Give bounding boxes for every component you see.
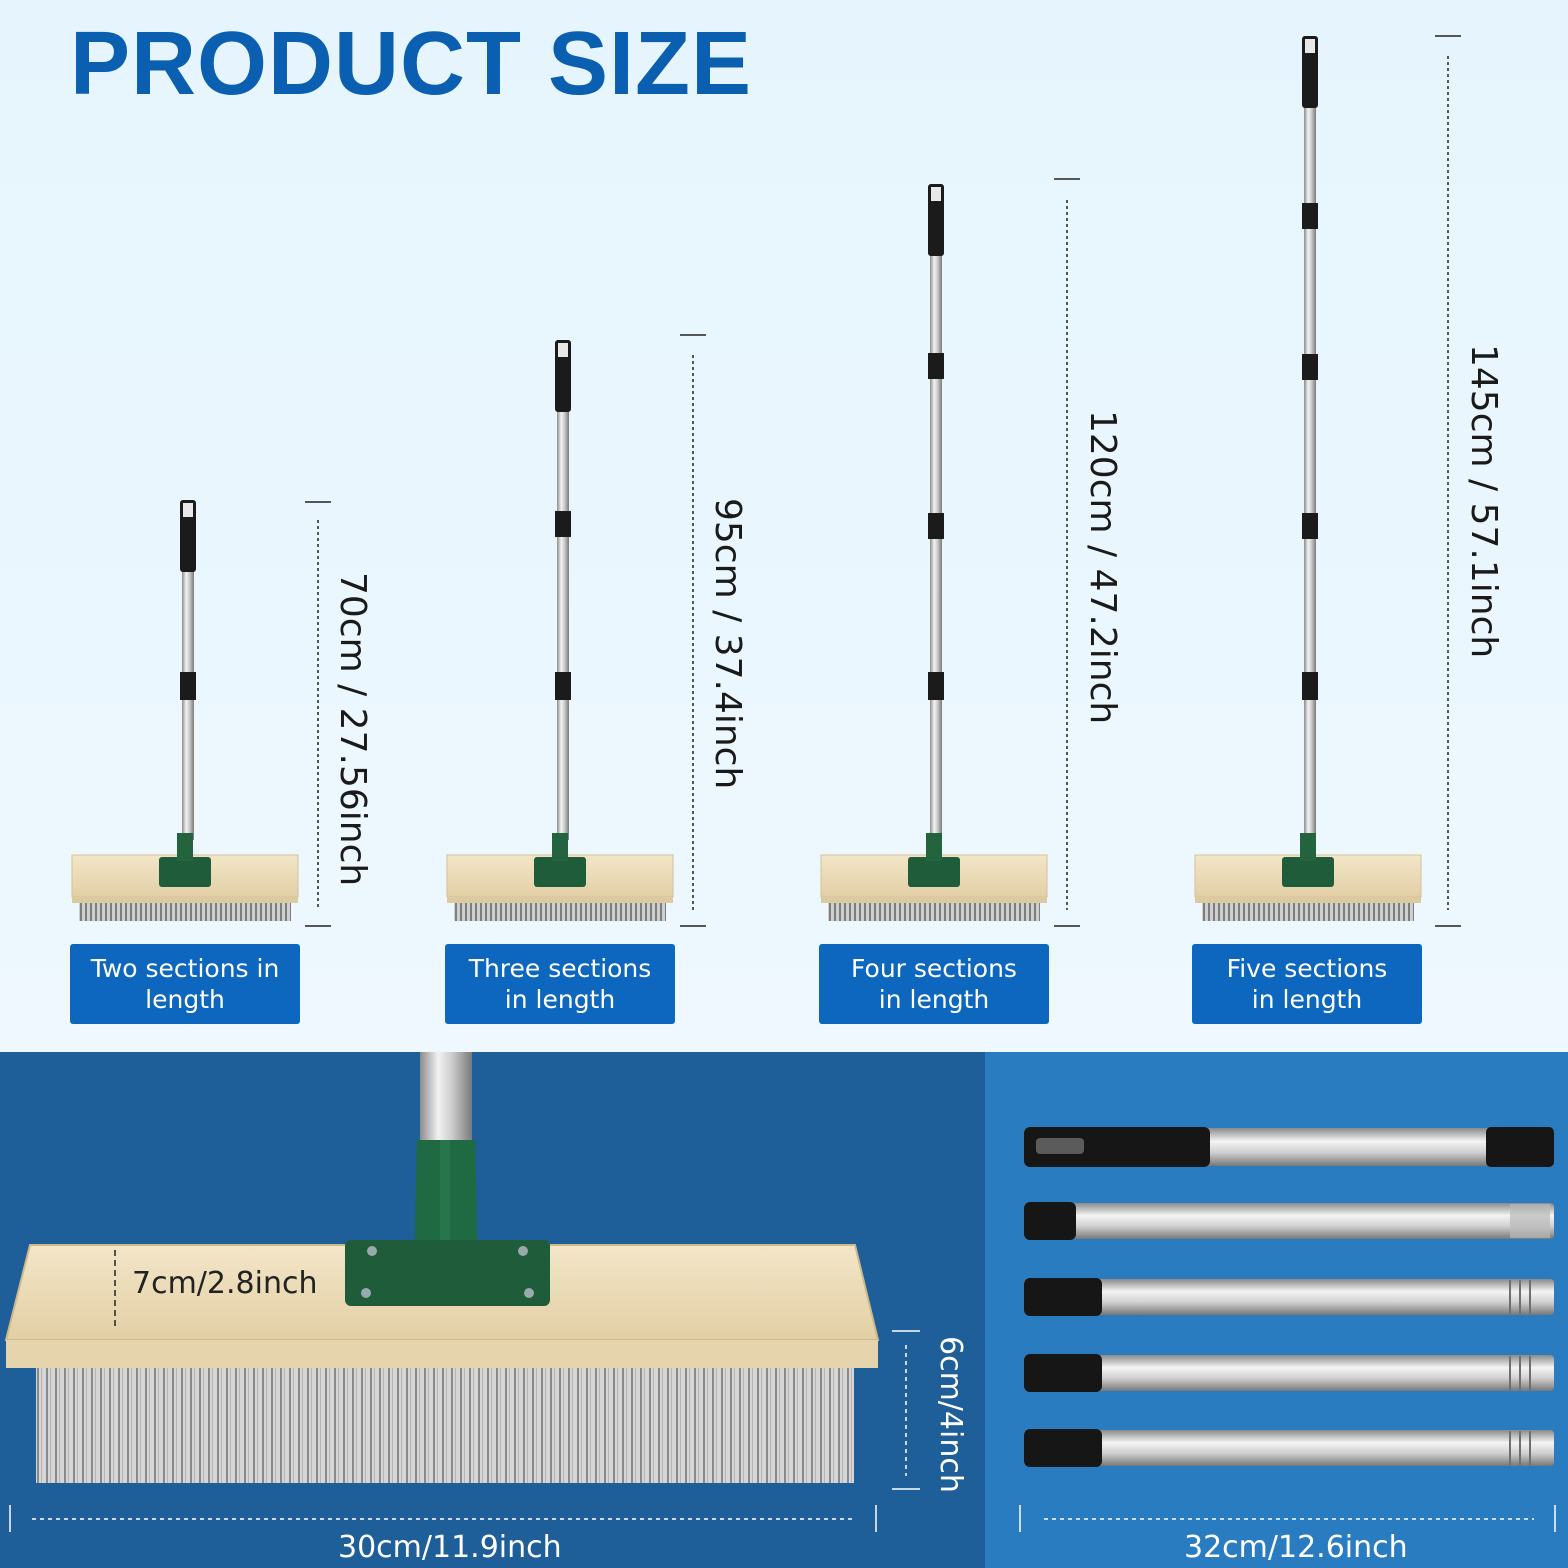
section-label-line2: in length	[878, 985, 990, 1014]
section-label-line1: Five sections	[1226, 954, 1388, 983]
section-label-three: Three sections in length	[445, 944, 675, 1024]
height-guides	[305, 35, 1461, 927]
brush-head-closeup	[4, 1052, 880, 1483]
broom-two-sections	[71, 500, 299, 922]
broom-three-sections	[446, 340, 674, 922]
section-label-four: Four sections in length	[819, 944, 1049, 1024]
board-height-label: 7cm/2.8inch	[132, 1266, 318, 1301]
section-label-line1: Two sections in	[90, 954, 280, 983]
section-label-two: Two sections in length	[70, 944, 300, 1024]
pole-length-label: 32cm/12.6inch	[1184, 1530, 1408, 1565]
broom-five-sections	[1194, 36, 1422, 922]
section-label-line2: length	[145, 985, 225, 1014]
page-title: PRODUCT SIZE	[70, 14, 753, 114]
section-label-line1: Four sections	[851, 954, 1017, 983]
section-label-line1: Three sections	[468, 954, 652, 983]
section-label-five: Five sections in length	[1192, 944, 1422, 1024]
bristle-height-label: 6cm/4inch	[933, 1336, 968, 1493]
section-label-line2: in length	[1251, 985, 1363, 1014]
width-guides	[9, 1330, 1556, 1532]
section-label-line2: in length	[504, 985, 616, 1014]
broom-four-sections	[820, 184, 1048, 922]
head-width-label: 30cm/11.9inch	[338, 1530, 562, 1565]
pole-sections	[1024, 1127, 1554, 1467]
